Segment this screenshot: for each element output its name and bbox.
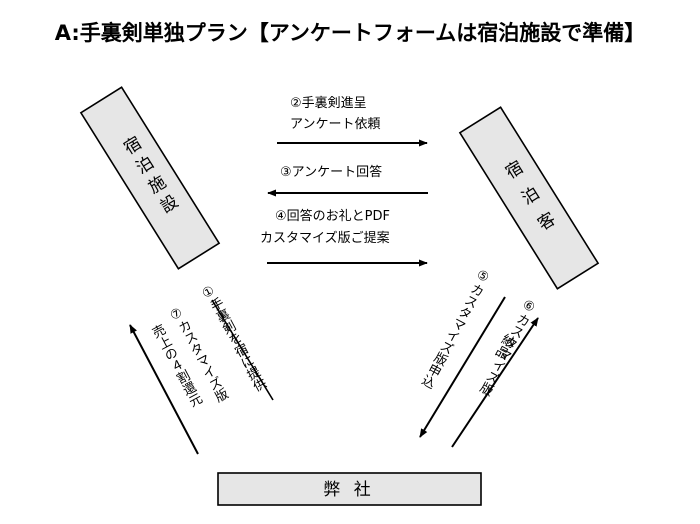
flow-2: ②手裏剣進呈 アンケート依頼 [277,96,428,147]
flow-7-number: ⑦ [166,304,186,324]
svg-text:②手裏剣進呈: ②手裏剣進呈 [290,96,367,111]
svg-text:③アンケート回答: ③アンケート回答 [280,164,382,180]
flow-2-line2: アンケート依頼 [290,117,380,132]
flow-4-line1: 回答のお礼とPDF [287,208,390,224]
flow-5-number: ⑤ [472,266,492,286]
company-label: 弊 社 [323,480,374,500]
flow-5-line1: カスタマイズ版申込 [417,280,486,391]
facility-box [79,86,221,270]
facility-node: 宿泊施設 [79,86,221,270]
flow-3-line1: アンケート回答 [292,164,382,180]
flow-4-line2: カスタマイズ版ご提案 [260,230,390,246]
flow-2-number: ② [290,96,302,111]
flow-4-number: ④ [275,209,287,224]
guest-node: 宿 泊 客 [458,106,600,290]
flow-7-arrow [129,324,199,455]
flow-3-number: ③ [280,165,292,180]
flow-6-arrow [451,317,539,448]
svg-text:④回答のお礼とPDF: ④回答のお礼とPDF [275,208,390,224]
flow-1-line [211,299,274,401]
flow-7: ⑦カスタマイズ版 売上の４割還元 [129,304,231,455]
flow-1-number: ① [198,282,218,302]
flow-3: ③アンケート回答 [267,164,428,197]
guest-box [458,106,600,290]
svg-text:⑤カスタマイズ版申込: ⑤カスタマイズ版申込 [417,266,493,390]
flow-4: ④回答のお礼とPDF カスタマイズ版ご提案 [260,208,428,267]
company-node: 弊 社 [217,472,482,506]
flow-6-number: ⑥ [518,296,538,316]
flow-2-line1: 手裏剣進呈 [302,96,367,111]
flow-5-arrow [419,296,506,438]
company-box [217,472,482,506]
page-title: A:手裏剣単独プラン【アンケートフォームは宿泊施設で準備】 [55,21,646,45]
